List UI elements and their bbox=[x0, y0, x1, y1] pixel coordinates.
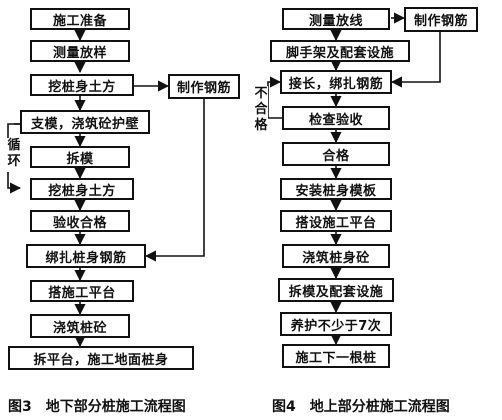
left-step-remove-form: 拆模 bbox=[30, 146, 130, 168]
right-step-curing: 养护不少于7次 bbox=[280, 312, 392, 336]
right-step-install-form: 安装桩身模板 bbox=[280, 178, 392, 200]
right-side-rebar: 制作钢筋 bbox=[404, 7, 478, 32]
left-step-survey: 测量放样 bbox=[30, 40, 130, 62]
left-step-pour: 浇筑桩砼 bbox=[30, 314, 130, 338]
right-step-pour: 浇筑桩身砼 bbox=[282, 244, 390, 268]
loop-label: 循环 bbox=[7, 138, 21, 172]
right-caption: 图4 地上部分桩施工流程图 bbox=[272, 399, 450, 415]
right-step-next-pile: 施工下一根桩 bbox=[282, 344, 390, 368]
right-step-inspect: 检查验收 bbox=[282, 106, 390, 130]
left-step-prepare: 施工准备 bbox=[30, 8, 130, 30]
left-step-platform: 搭施工平台 bbox=[30, 280, 134, 302]
left-step-accept: 验收合格 bbox=[30, 210, 130, 232]
left-side-rebar: 制作钢筋 bbox=[168, 74, 240, 99]
right-step-remove-form: 拆模及配套设施 bbox=[278, 278, 394, 302]
left-step-excavate-2: 挖桩身土方 bbox=[30, 178, 134, 200]
right-step-platform: 搭设施工平台 bbox=[280, 210, 392, 232]
left-step-final: 拆平台，施工地面桩身 bbox=[8, 346, 194, 370]
right-step-extend-rebar: 接长，绑扎钢筋 bbox=[280, 70, 392, 94]
left-step-formwork: 支模，浇筑砼护壁 bbox=[20, 110, 150, 134]
left-step-excavate-1: 挖桩身土方 bbox=[30, 74, 134, 96]
left-caption: 图3 地下部分桩施工流程图 bbox=[8, 399, 186, 415]
reject-label: 不合格 bbox=[254, 86, 268, 136]
right-step-qualified: 合格 bbox=[282, 142, 390, 166]
right-step-survey: 测量放线 bbox=[282, 8, 390, 30]
left-step-bind-rebar: 绑扎桩身钢筋 bbox=[26, 244, 146, 268]
right-step-scaffold: 脚手架及配套设施 bbox=[270, 40, 410, 62]
